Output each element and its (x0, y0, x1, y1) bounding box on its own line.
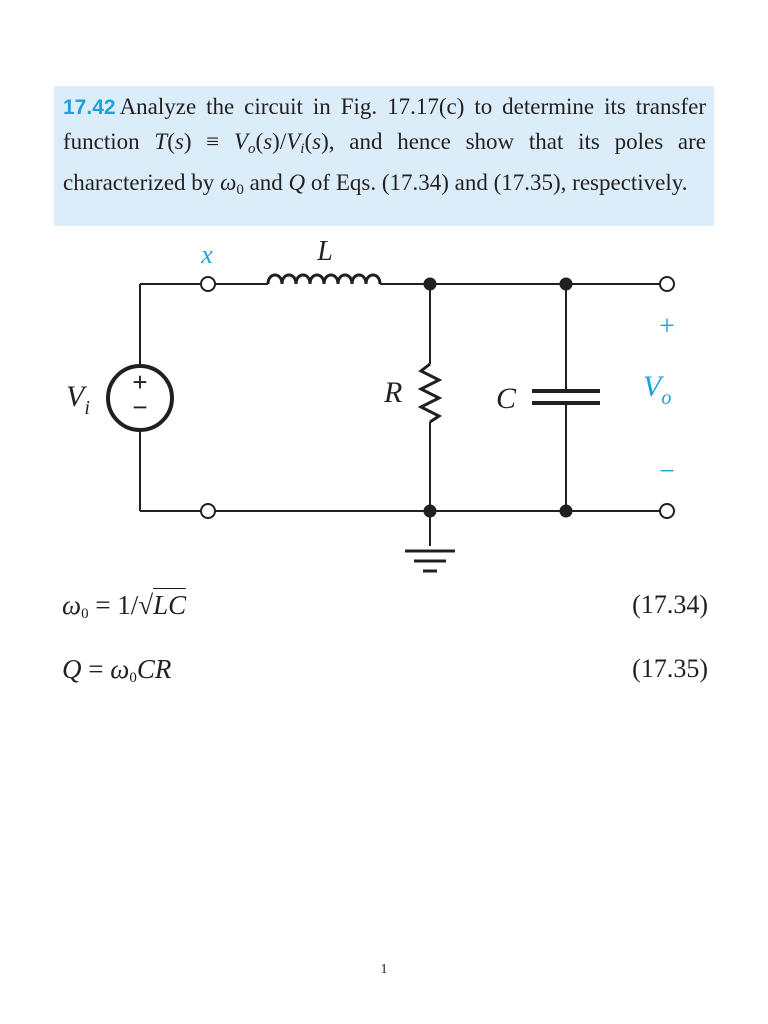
junction-dot (559, 277, 573, 291)
equation-number: (17.34) (632, 590, 708, 619)
capacitor-plates (532, 389, 600, 405)
math-subscript: i (300, 140, 305, 157)
equation-formula: Q = ω0CR (62, 654, 171, 687)
math-symbol: Q (62, 654, 82, 684)
math-subscript: 0 (129, 670, 137, 686)
source-plus-sign: + (132, 367, 147, 397)
math-symbol: T (154, 128, 168, 154)
output-plus-sign: + (659, 311, 675, 342)
resistor-label: R (383, 376, 402, 409)
source-label: V (66, 380, 88, 413)
math-symbol: Q (288, 170, 306, 195)
square-root-icon: √ (138, 590, 154, 620)
resistor-zigzag (417, 362, 443, 424)
math-symbol: s (174, 128, 184, 154)
equation-omega0: ω0 = 1/√LC (17.34) (62, 588, 708, 630)
problem-text: ( (255, 128, 264, 154)
svg-text:Vi: Vi (66, 380, 90, 419)
equation-text: = 1/ (88, 590, 139, 620)
problem-text: ( (167, 128, 175, 154)
problem-text: )/ (272, 128, 287, 154)
problem-text: ), and hence show that its poles are cha… (63, 128, 706, 196)
output-label: V (643, 370, 665, 403)
math-symbol: ω (110, 654, 130, 684)
svg-text:Vo: Vo (643, 370, 671, 409)
problem-text: ) ≡ (183, 128, 234, 154)
equation-text: = (81, 654, 111, 684)
math-symbol: ω (220, 170, 237, 195)
equation-formula: ω0 = 1/√LC (62, 588, 187, 623)
math-radicand: LC (153, 588, 187, 620)
output-minus-sign: − (659, 456, 675, 487)
problem-text: ( (304, 128, 313, 154)
terminal-x (200, 276, 216, 292)
terminal-input-ground (200, 503, 216, 519)
math-symbol: V (286, 128, 301, 154)
node-x-label: x (200, 240, 213, 269)
rlc-circuit-diagram: + − x L Vi R C + Vo − (66, 236, 675, 573)
math-symbol: s (263, 128, 273, 154)
problem-text: and (243, 170, 289, 195)
output-label-subscript: o (661, 387, 671, 409)
inductor-coil (266, 273, 382, 285)
math-symbol: s (312, 128, 322, 154)
math-symbol: ω (62, 590, 82, 620)
inductor-label: L (316, 236, 333, 267)
page-number: 1 (380, 962, 388, 977)
junction-dot (559, 504, 573, 518)
ground-icon (405, 549, 455, 573)
open-terminals (200, 276, 675, 519)
equation-number: (17.35) (632, 654, 708, 683)
voltage-source-icon (106, 364, 174, 432)
problem-text: of Eqs. (17.34) and (17.35), respectivel… (305, 170, 688, 195)
math-subscript: 0 (236, 182, 244, 198)
math-symbol: V (233, 128, 249, 154)
math-symbol: CR (136, 654, 172, 684)
junction-dots (423, 277, 573, 518)
problem-text: Analyze the circuit in Fig. 17.17(c) to … (63, 94, 706, 154)
source-label-subscript: i (84, 397, 90, 419)
problem-number: 17.42 (63, 96, 116, 119)
terminal-output-negative (659, 503, 675, 519)
equation-q: Q = ω0CR (17.35) (62, 654, 708, 694)
capacitor-label: C (496, 382, 517, 415)
terminal-output-positive (659, 276, 675, 292)
math-subscript: 0 (81, 606, 89, 622)
math-subscript: o (248, 140, 256, 157)
source-minus-sign: − (132, 392, 147, 422)
junction-dot (423, 504, 437, 518)
junction-dot (423, 277, 437, 291)
